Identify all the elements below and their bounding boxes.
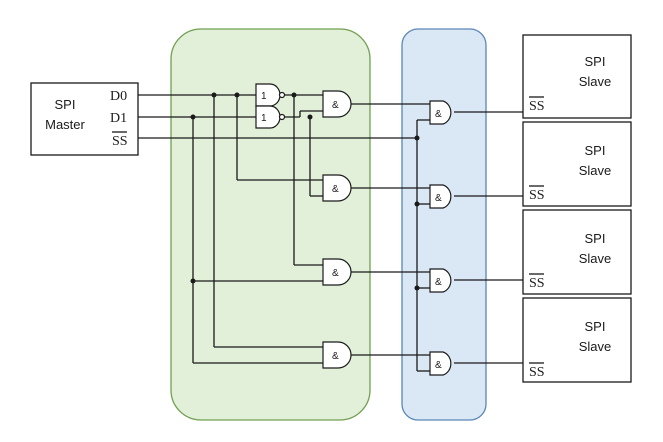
svg-text:Slave: Slave bbox=[579, 163, 612, 178]
enable-region bbox=[401, 28, 487, 421]
svg-text:SS: SS bbox=[529, 99, 545, 114]
svg-text:Slave: Slave bbox=[579, 339, 612, 354]
svg-text:SPI: SPI bbox=[585, 231, 606, 246]
spi-master: SPI Master D0 D1 SS bbox=[30, 82, 139, 156]
spi-master-title-2: Master bbox=[45, 117, 85, 132]
spi-slave-0: SPI Slave SS bbox=[522, 34, 632, 119]
svg-text:&: & bbox=[332, 100, 339, 111]
pin-ss-label: SS bbox=[112, 134, 128, 149]
spi-master-box bbox=[30, 82, 139, 156]
decoder-region bbox=[170, 28, 371, 421]
svg-text:&: & bbox=[435, 360, 442, 371]
enable-and-gate-2: & bbox=[429, 268, 452, 293]
svg-text:&: & bbox=[332, 184, 339, 195]
svg-text:1: 1 bbox=[261, 91, 267, 102]
spi-slave-1: SPI Slave SS bbox=[522, 121, 632, 207]
svg-text:Slave: Slave bbox=[579, 251, 612, 266]
svg-text:SPI: SPI bbox=[585, 319, 606, 334]
enable-and-gate-1: & bbox=[429, 184, 452, 209]
svg-text:1: 1 bbox=[261, 113, 267, 124]
svg-text:Slave: Slave bbox=[579, 74, 612, 89]
svg-text:SS: SS bbox=[529, 365, 545, 380]
svg-text:&: & bbox=[332, 351, 339, 362]
enable-and-gate-3: & bbox=[429, 351, 452, 376]
svg-text:&: & bbox=[332, 268, 339, 279]
svg-text:&: & bbox=[435, 277, 442, 288]
ss-bus bbox=[414, 119, 430, 372]
svg-text:SPI: SPI bbox=[585, 143, 606, 158]
inverter-d1: 1 bbox=[255, 105, 286, 129]
svg-text:SPI: SPI bbox=[585, 54, 606, 69]
enable-output-wires bbox=[454, 111, 523, 364]
input-wires bbox=[138, 92, 417, 364]
enable-and-gate-0: & bbox=[429, 100, 452, 125]
spi-slave-3: SPI Slave SS bbox=[522, 297, 632, 383]
spi-slave-2: SPI Slave SS bbox=[522, 209, 632, 295]
svg-text:SS: SS bbox=[529, 188, 545, 203]
pin-d0-label: D0 bbox=[110, 89, 127, 104]
decoder-and-gate-0: & bbox=[322, 90, 352, 118]
decoder-and-gate-2: & bbox=[322, 258, 352, 286]
svg-text:&: & bbox=[435, 193, 442, 204]
svg-text:SS: SS bbox=[529, 276, 545, 291]
decoder-and-gate-1: & bbox=[322, 174, 352, 202]
svg-text:&: & bbox=[435, 109, 442, 120]
spi-master-title-1: SPI bbox=[55, 97, 76, 112]
decoder-and-gate-3: & bbox=[322, 341, 352, 369]
pin-d1-label: D1 bbox=[110, 111, 127, 126]
